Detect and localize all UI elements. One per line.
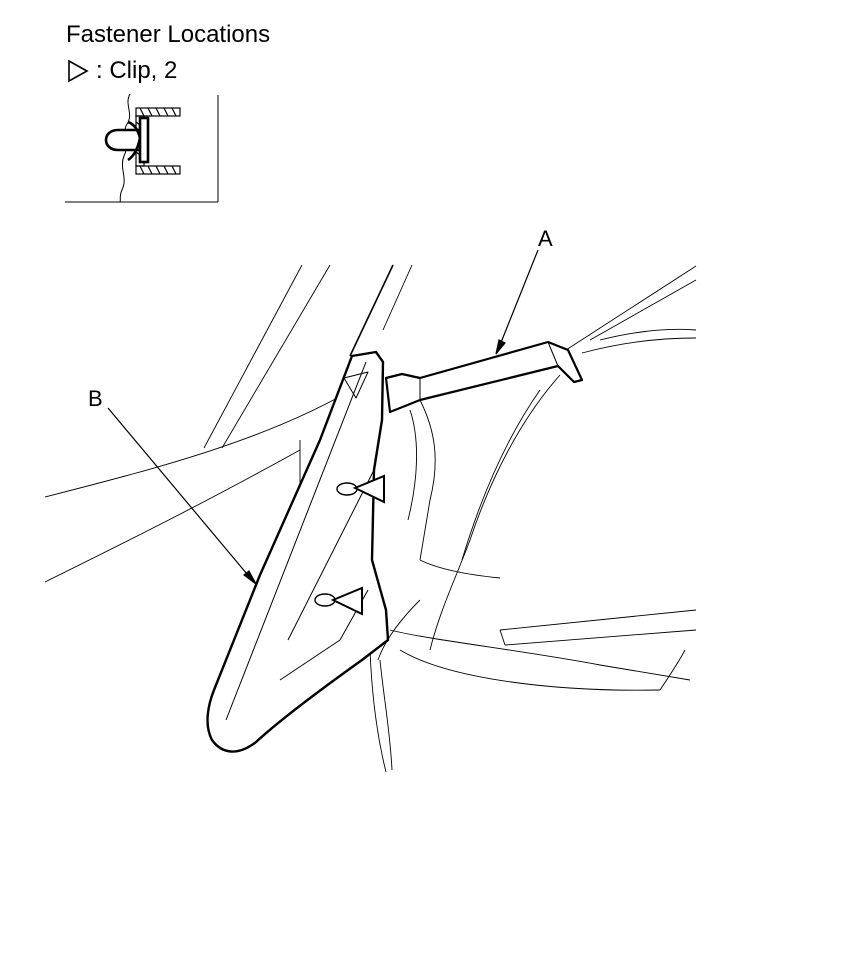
clip-shape xyxy=(104,116,150,164)
page-title: Fastener Locations xyxy=(66,21,271,48)
clip-triangle-icon xyxy=(68,59,89,83)
clip-marker-upper xyxy=(336,474,385,504)
clip-marker-lower xyxy=(314,586,363,616)
callout-leaders xyxy=(107,249,539,585)
callout-a: A xyxy=(538,226,553,251)
clip-detail-inset xyxy=(65,94,219,203)
trim-panel-a xyxy=(384,340,584,414)
trim-panel-b xyxy=(206,264,394,753)
legend-clip: : Clip, 2 xyxy=(66,57,177,85)
legend-clip-label: : Clip, 2 xyxy=(96,57,178,84)
callout-b: B xyxy=(88,386,103,411)
